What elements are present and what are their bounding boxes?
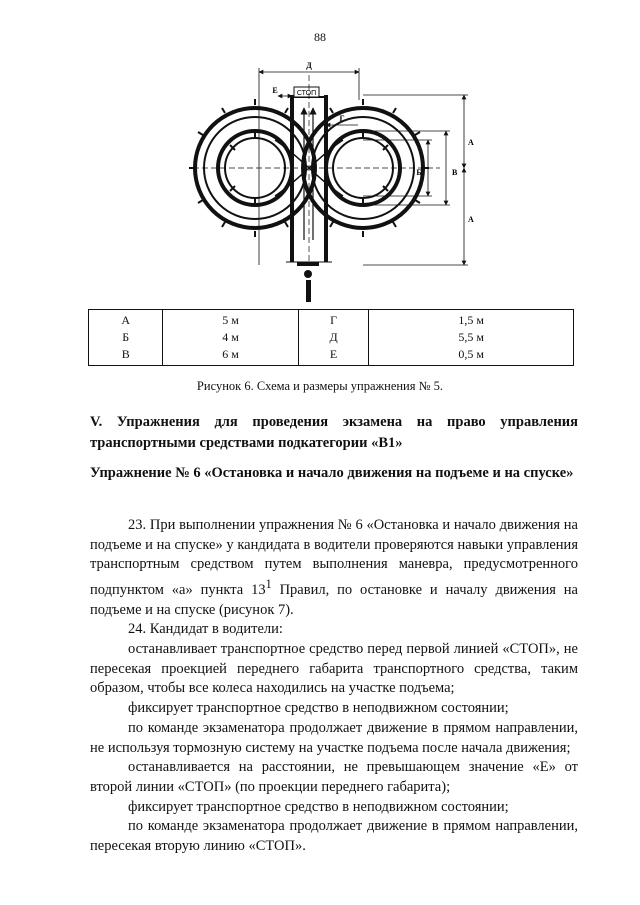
dim-d [258, 68, 360, 265]
table-cell: 5 м [162, 309, 299, 329]
table-cell: 4 м [162, 329, 299, 346]
list-item: останавливается на расстоянии, не превыш… [90, 759, 578, 795]
paragraph-23-text: 23. При выполнении упражнения № 6 «Остан… [90, 517, 578, 598]
dim-a-bottom-label: А [468, 215, 474, 224]
table-cell: Д [297, 329, 370, 346]
list-item: по команде экзаменатора продолжает движе… [90, 818, 578, 855]
dim-a-top-label: А [468, 138, 474, 147]
page-number: 88 [314, 30, 326, 44]
table-cell: Е [297, 346, 370, 366]
list-item: фиксирует транспортное средство в неподв… [128, 700, 509, 717]
paragraph-24: 24. Кандидат в водители: [128, 621, 283, 638]
table-cell: 5,5 м [368, 329, 574, 346]
center-lines [193, 75, 440, 262]
body-text: 23. При выполнении упражнения № 6 «Остан… [90, 516, 578, 857]
exercise-diagram: СТОП Д Е Г Б В [189, 61, 474, 302]
paragraph-23-end: Правил, по остановке и началу движения н… [90, 581, 578, 618]
dim-g-label: Г [339, 114, 344, 123]
list-item: останавливает транспортное средство пере… [90, 641, 578, 697]
left-ring-spikes [189, 99, 289, 237]
table-cell: А [87, 309, 164, 329]
dim-b-label: Б [416, 168, 421, 177]
table-row: А 5 м Г 1,5 м [87, 309, 574, 329]
stop-sign-box [293, 86, 320, 98]
table-row: Б 4 м Д 5,5 м [87, 329, 574, 346]
dim-a [363, 94, 468, 266]
table-cell: 0,5 м [368, 346, 574, 366]
table-cell: 6 м [162, 346, 299, 366]
table-cell: Г [297, 309, 370, 329]
stop-sign-label: СТОП [297, 90, 316, 97]
start-post-icon [297, 262, 319, 302]
right-ring-spikes [329, 99, 429, 237]
section-heading: V. Упражнения для проведения экзамена на… [90, 414, 578, 451]
table-cell: 1,5 м [368, 309, 574, 329]
paragraph-23-sup: 1 [265, 577, 272, 592]
list-item: фиксирует транспортное средство в неподв… [128, 798, 509, 815]
exercise-heading: Упражнение № 6 «Остановка и начало движе… [90, 465, 574, 481]
dimensions-table: А 5 м Г 1,5 м Б 4 м Д 5,5 м В 6 м Е 0,5 … [87, 309, 574, 366]
paragraph-23: 23. При выполнении упражнения № 6 «Остан… [90, 516, 578, 620]
figure-caption: Рисунок 6. Схема и размеры упражнения № … [196, 379, 444, 393]
dim-d-label: Д [306, 61, 312, 70]
table-row: В 6 м Е 0,5 м [87, 346, 574, 366]
dim-v [363, 130, 450, 206]
lane-arrows [300, 107, 317, 240]
table-cell: В [87, 346, 164, 366]
dim-e-label: Е [272, 86, 277, 95]
table-cell: Б [87, 329, 164, 346]
dim-b [363, 139, 432, 197]
list-item: по команде экзаменатора продолжает движе… [90, 719, 578, 756]
dim-v-label: В [452, 168, 458, 177]
